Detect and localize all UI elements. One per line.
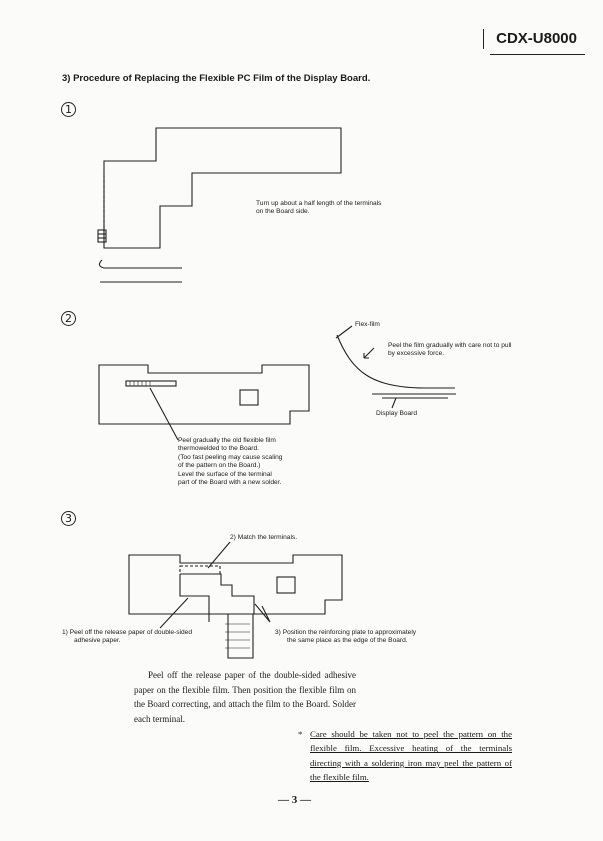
model-number: CDX-U8000 bbox=[483, 29, 577, 49]
step1-note-line: on the Board side. bbox=[256, 208, 310, 216]
old-film-note: Peel gradually the old flexible film the… bbox=[178, 437, 282, 487]
step2-display-window bbox=[239, 389, 259, 406]
step-marker-2: 2 bbox=[61, 311, 76, 326]
step3-flex-film-outline bbox=[179, 573, 255, 659]
step2-leader-flex bbox=[335, 325, 353, 339]
old-film-note-line: (Too fast peeling may cause scaling bbox=[178, 453, 283, 461]
caution-text: Care should be taken not to peel the pat… bbox=[310, 729, 512, 783]
step3-leader-release bbox=[159, 597, 189, 629]
old-film-note-line: of the pattern on the Board.) bbox=[178, 462, 261, 470]
step2-board-outline bbox=[98, 364, 310, 425]
release-paper-line: 1) Peel off the release paper of double-… bbox=[62, 629, 193, 636]
step1-flex-film-outline bbox=[103, 127, 342, 249]
release-paper-line: adhesive paper. bbox=[74, 637, 121, 645]
caution-asterisk: * bbox=[298, 729, 303, 739]
peel-note-line: by excessive force. bbox=[388, 350, 445, 358]
section-heading: 3) Procedure of Replacing the Flexible P… bbox=[62, 73, 371, 84]
step1-turnup-arrow bbox=[98, 259, 182, 269]
step3-leader-position bbox=[254, 603, 271, 623]
step3-display-window bbox=[276, 576, 296, 594]
step2-peel-arrow-icon bbox=[363, 347, 375, 359]
step3-leader-match bbox=[207, 541, 231, 569]
match-terminals-label: 2) Match the terminals. bbox=[230, 534, 298, 541]
peel-note-line: Peel the film gradually with care not to… bbox=[388, 342, 512, 349]
release-paper-note: 1) Peel off the release paper of double-… bbox=[62, 629, 192, 646]
procedure-paragraph: Peel off the release paper of the double… bbox=[134, 670, 356, 724]
header-rule bbox=[490, 54, 585, 55]
display-board-label: Display Board bbox=[376, 410, 418, 417]
step1-note: Turn up about a half length of the termi… bbox=[256, 200, 381, 217]
step2-leader-display bbox=[391, 397, 397, 409]
position-plate-line: 3) Position the reinforcing plate to app… bbox=[275, 629, 417, 636]
step1-terminal-ends bbox=[97, 229, 107, 243]
step2-peel-curve bbox=[336, 334, 455, 389]
old-film-note-line: Level the surface of the terminal bbox=[178, 470, 272, 478]
old-film-note-line: thermowelded to the Board. bbox=[178, 445, 260, 453]
flex-film-label: Flex-film bbox=[355, 321, 380, 328]
caution-note: * Care should be taken not to peel the p… bbox=[298, 727, 512, 785]
step3-board-outline bbox=[128, 554, 343, 615]
position-plate-line: the same place as the edge of the Board. bbox=[287, 637, 408, 645]
step2-terminal-strip bbox=[125, 380, 177, 387]
step1-note-line: Turn up about a half length of the termi… bbox=[256, 200, 382, 207]
page-number: — 3 — bbox=[278, 794, 311, 806]
step-marker-1: 1 bbox=[61, 102, 76, 117]
old-film-note-line: Peel gradually the old flexible film bbox=[178, 437, 276, 444]
old-film-note-line: part of the Board with a new solder. bbox=[178, 479, 282, 487]
step2-leader-old-film bbox=[149, 387, 179, 441]
step-marker-3: 3 bbox=[61, 511, 76, 526]
position-plate-note: 3) Position the reinforcing plate to app… bbox=[275, 629, 416, 646]
step3-terminal-dashed bbox=[179, 565, 221, 575]
peel-note: Peel the film gradually with care not to… bbox=[388, 342, 512, 359]
